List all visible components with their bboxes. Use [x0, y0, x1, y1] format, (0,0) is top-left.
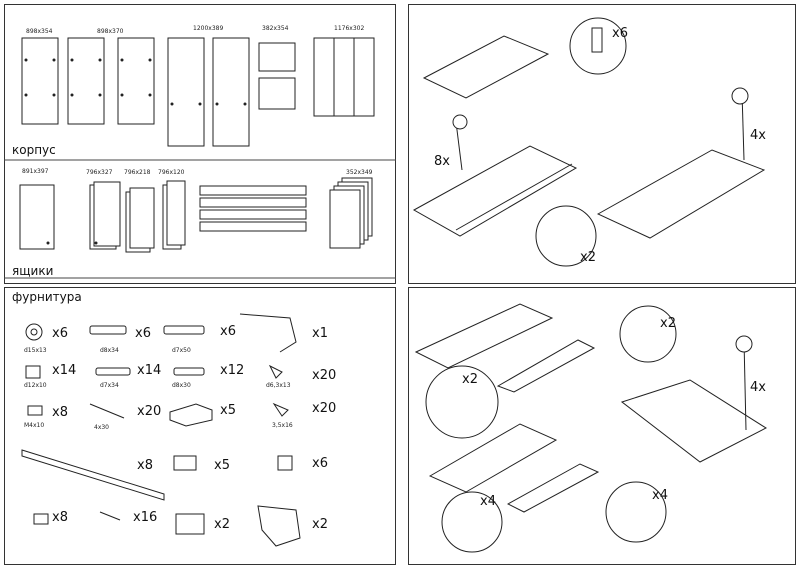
screw-icon — [272, 402, 289, 417]
hardware-count: x20 — [312, 368, 337, 383]
step1-count: 8x — [434, 154, 450, 169]
detail-circle — [619, 305, 677, 363]
dim-label: 898x354 — [26, 28, 53, 35]
dim-label: 1176x302 — [334, 25, 365, 32]
drawer-box-1 — [414, 303, 554, 369]
dim-label: 1200x389 — [193, 25, 224, 32]
drawer-bottom-2 — [506, 463, 600, 513]
hardware-count: x12 — [220, 363, 245, 378]
panel-small-1 — [258, 42, 296, 72]
hardware-size: 3,5x16 — [272, 422, 293, 429]
step1-count: 4x — [750, 128, 766, 143]
step2-count: x4 — [480, 494, 496, 509]
hardware-count: x20 — [137, 404, 162, 419]
hardware-count: x20 — [312, 401, 337, 416]
dim-label: 796x327 — [86, 169, 113, 176]
hardware-count: x6 — [312, 456, 328, 471]
section-title-yashchiki: ящики — [12, 264, 54, 278]
hardware-size: d8x30 — [172, 382, 191, 389]
hardware-count: x14 — [137, 363, 162, 378]
hardware-count: x8 — [52, 405, 68, 420]
hinge-mounting-plate-icon — [175, 513, 205, 535]
hardware-count: x5 — [214, 458, 230, 473]
dim-label: 891x397 — [22, 168, 49, 175]
hardware-size: 4x30 — [94, 424, 110, 431]
detail-circle — [605, 481, 667, 543]
step1-count: x6 — [612, 26, 628, 41]
drawer-box-2 — [428, 423, 558, 493]
hardware-size: M4x10 — [24, 422, 45, 429]
panel-tall-2 — [212, 37, 250, 147]
dim-label: 898x370 — [97, 28, 124, 35]
step1-count: x2 — [580, 250, 596, 265]
dim-label: 352x349 — [346, 169, 373, 176]
hardware-size: d7x50 — [172, 347, 191, 354]
panel-side-left — [21, 37, 59, 125]
section-title-furnitura: фурнитура — [12, 290, 82, 304]
hardware-count: x6 — [135, 326, 151, 341]
detail-circle — [441, 491, 503, 553]
panel-side-right — [117, 37, 155, 125]
drawer-front — [19, 184, 55, 250]
hardware-size: d8x34 — [100, 347, 119, 354]
hardware-count: x14 — [52, 363, 77, 378]
shelf-support-icon — [173, 455, 197, 471]
hardware-count: x16 — [133, 510, 158, 525]
furniture-leg-icon — [33, 513, 49, 525]
shelf-panel — [620, 379, 768, 463]
hardware-count: x6 — [220, 324, 236, 339]
bolt-icon — [27, 405, 43, 416]
hardware-count: x2 — [214, 517, 230, 532]
panel-small-2 — [258, 77, 296, 110]
dowel-icon — [89, 325, 127, 335]
dim-label: 796x218 — [124, 169, 151, 176]
hardware-count: x8 — [52, 510, 68, 525]
drawer-bottom-1 — [496, 339, 596, 393]
screw-icon — [268, 364, 283, 379]
bottom-panel — [596, 149, 766, 239]
panel-tall-1 — [167, 37, 205, 147]
hex-key-icon — [239, 313, 297, 353]
top-panel — [422, 35, 550, 99]
step2-count: x4 — [652, 488, 668, 503]
hardware-count: x8 — [137, 458, 153, 473]
bracket-icon — [169, 403, 213, 427]
confirmat-screw-icon — [163, 325, 205, 335]
panel-back — [313, 37, 375, 117]
hardware-count: x6 — [52, 326, 68, 341]
dowel-icon — [173, 367, 205, 376]
panel-side-mid — [67, 37, 105, 125]
frame-assembly — [412, 145, 578, 237]
nut-insert-icon — [277, 455, 293, 471]
dim-label: 382x354 — [262, 25, 289, 32]
hardware-count: x1 — [312, 326, 328, 341]
step2-count: 4x — [750, 380, 766, 395]
hinge-icon — [257, 505, 301, 547]
step2-count: x2 — [660, 316, 676, 331]
hardware-size: d12x10 — [24, 382, 47, 389]
drawer-runner-icon — [21, 449, 165, 501]
step2-count: x2 — [462, 372, 478, 387]
cam-sleeve-icon — [25, 365, 41, 379]
nail-icon — [99, 511, 121, 521]
detail-circle — [535, 205, 597, 267]
hardware-size: d6,3x13 — [266, 382, 291, 389]
screw-icon — [89, 403, 125, 419]
hardware-size: d7x34 — [100, 382, 119, 389]
hardware-count: x2 — [312, 517, 328, 532]
hardware-size: d15x13 — [24, 347, 47, 354]
section-title-korpus: корпус — [12, 143, 56, 157]
detail-circle — [425, 365, 499, 439]
hardware-count: x5 — [220, 403, 236, 418]
dowel-icon — [95, 367, 131, 376]
dim-label: 796x120 — [158, 169, 185, 176]
